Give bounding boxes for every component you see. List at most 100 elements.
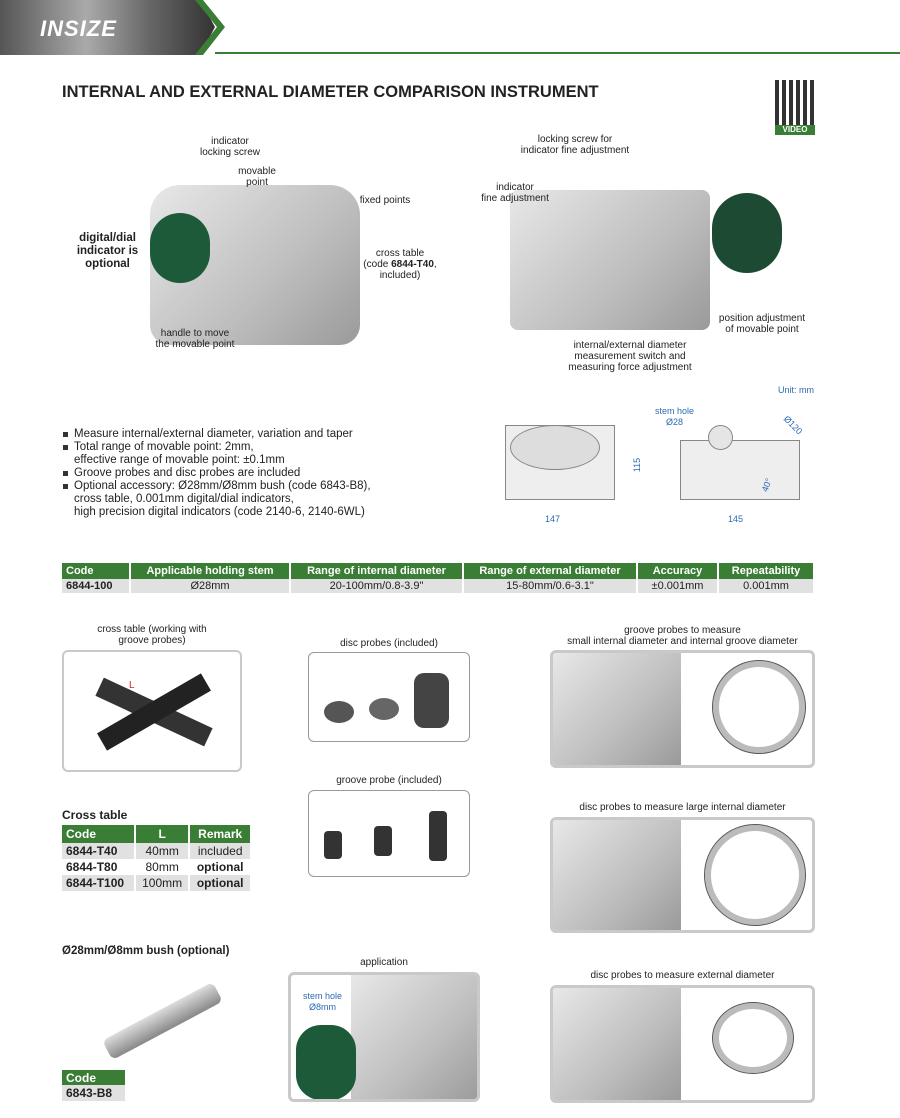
label-switch: internal/external diameter measurement s… [568,340,692,373]
dial-indicator-image [712,193,782,273]
front-drawing-plate [510,425,600,470]
groove-probe [374,826,392,856]
stem-dia-text: Ø28 [666,417,684,427]
video-label: VIDEO [775,125,815,135]
stem-hole-circle [708,425,733,450]
caption-application: application [360,957,408,968]
caption-groove-measure: groove probes to measure small internal … [567,625,798,647]
caption-disc-external: disc probes to measure external diameter [590,970,775,981]
cell: ±0.001mm [637,579,719,593]
col-header: L [134,825,191,843]
caption-disc-large: disc probes to measure large internal di… [579,802,786,813]
cross-table-title: Cross table [62,808,128,822]
qr-code[interactable] [775,80,815,125]
col-header: Applicable holding stem [130,563,291,579]
cross-table-image: L [62,650,242,772]
disc-probes-image [308,652,470,742]
cell: 6844-T100 [62,875,136,891]
width-dimension-1: 147 [545,514,561,524]
bush-code: 6843-B8 [62,1085,125,1101]
disc-probe [369,698,399,720]
diameter-dimension: Ø120 [781,413,805,437]
groove-measure-panel [550,650,815,768]
feature-list: Measure internal/external diameter, vari… [62,428,452,519]
cell: 40mm [134,843,191,859]
groove-measure-photo [553,653,681,765]
cross-table-label-text-2: , included) [379,259,437,281]
side-drawing [680,440,800,500]
cell: 15-80mm/0.6-3.1" [463,579,638,593]
disc-probe [414,673,449,728]
header-rule [215,52,900,54]
header-banner: INSIZE [0,0,900,55]
banner-image [0,0,215,55]
disc-large-photo [553,820,681,930]
label-cross-table: cross table (code 6844-T40, included) [360,248,440,281]
cell: included [189,843,252,859]
feature-item: Total range of movable point: 2mm, effec… [62,441,452,467]
bush-image [102,981,223,1061]
diagram-ring [704,824,806,926]
col-header: Remark [189,825,252,843]
diagram-ring [712,660,806,754]
label-fixed-points: fixed points [359,195,411,206]
label-movable-point: movable point [238,166,276,188]
disc-probe [324,701,354,723]
bush-code-header: Code [62,1070,125,1086]
cell: optional [189,875,252,891]
groove-probe [324,831,342,859]
caption-cross-table-img: cross table (working with groove probes) [97,624,207,646]
indicator-image [296,1025,356,1099]
cell: 6844-T80 [62,859,136,875]
application-photo [351,975,477,1099]
disc-external-panel [550,985,815,1103]
spec-table: Code Applicable holding stem Range of in… [62,563,815,593]
page-title: INTERNAL AND EXTERNAL DIAMETER COMPARISO… [62,83,599,101]
label-fine-adjustment: indicator fine adjustment [481,182,549,204]
col-header: Accuracy [637,563,719,579]
col-header: Range of external diameter [463,563,638,579]
height-dimension: 115 [632,457,643,473]
label-position-adjustment: position adjustment of movable point [718,313,806,335]
cross-L-label: L [129,680,135,691]
brand-logo: INSIZE [40,16,117,41]
label-handle: handle to move the movable point [155,328,235,350]
cell: 6844-100 [62,579,131,593]
caption-groove-probe: groove probe (included) [336,775,442,786]
instrument-photo-side [510,190,710,330]
cell: 6844-T40 [62,843,136,859]
disc-large-panel [550,817,815,933]
width-dimension-2: 145 [728,514,744,524]
groove-probe [429,811,447,861]
bush-title: Ø28mm/Ø8mm bush (optional) [62,945,230,957]
cell: 100mm [134,875,191,891]
cell: Ø28mm [130,579,291,593]
cross-table-label-text: cross table (code [363,248,425,270]
col-header: Repeatability [718,563,815,579]
disc-external-photo [553,988,681,1100]
app-stem-dia-text: Ø8mm [309,1002,337,1012]
cell: 0.001mm [718,579,815,593]
feature-item: Optional accessory: Ø28mm/Ø8mm bush (cod… [62,480,452,519]
label-locking-screw-fine: locking screw for indicator fine adjustm… [520,134,630,156]
app-stem-hole-text: stem hole [303,991,343,1001]
groove-probe-image [308,790,470,877]
cross-table-code: 6844-T40 [391,259,434,270]
caption-disc-probes: disc probes (included) [340,638,438,649]
col-header: Range of internal diameter [290,563,464,579]
col-header: Code [62,825,136,843]
cell: optional [189,859,252,875]
label-digital-indicator: digital/dial indicator is optional [76,232,139,270]
stem-hole-text: stem hole [655,406,695,416]
table-row: 6844-100 Ø28mm 20-100mm/0.8-3.9" 15-80mm… [62,579,815,593]
cell: 80mm [134,859,191,875]
feature-item: Groove probes and disc probes are includ… [62,467,452,480]
digital-indicator-image [150,213,210,283]
